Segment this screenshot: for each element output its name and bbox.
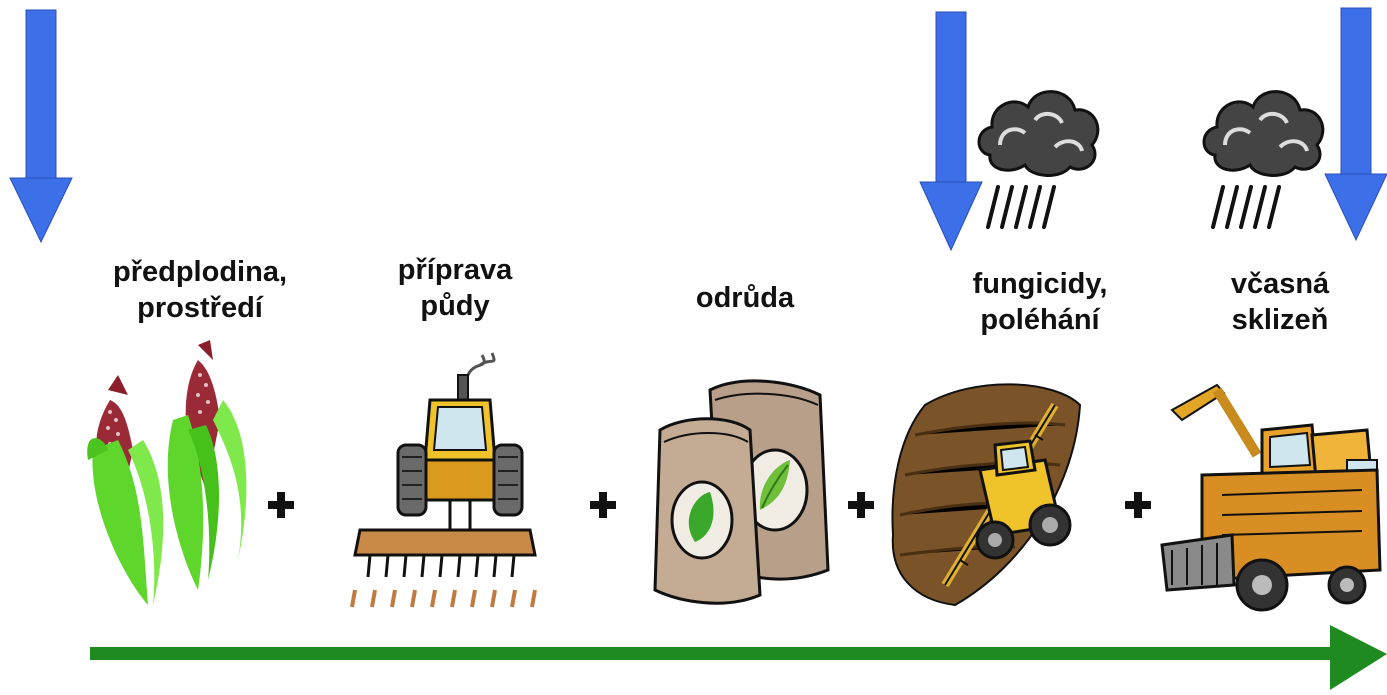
rain-cloud-icon: [970, 75, 1105, 235]
stage-label-line: fungicidy,: [935, 266, 1145, 302]
stage-label-line: příprava: [360, 252, 550, 288]
combine-harvester-icon: [1162, 385, 1382, 615]
stage-label-priprava: příprava půdy: [360, 252, 550, 324]
stage-label-line: prostředí: [80, 290, 320, 326]
stage-label-fungicidy: fungicidy, poléhání: [935, 266, 1145, 338]
plus-icon: [1125, 492, 1151, 518]
stage-label-predplodina: předplodina, prostředí: [80, 254, 320, 326]
tractor-icon: [350, 345, 540, 610]
timeline-arrow: [90, 625, 1387, 695]
stage-label-line: předplodina,: [80, 254, 320, 290]
rain-cloud-icon: [1195, 75, 1330, 235]
stage-label-line: půdy: [360, 288, 550, 324]
down-arrow-icon: [10, 10, 72, 245]
stage-label-sklizen: včasná sklizeň: [1200, 266, 1360, 338]
plus-icon: [268, 492, 294, 518]
sprayer-icon: [885, 375, 1085, 610]
stage-label-line: odrůda: [650, 280, 840, 316]
plus-icon: [590, 492, 616, 518]
down-arrow-icon: [1325, 8, 1387, 243]
stage-label-line: včasná: [1200, 266, 1360, 302]
seed-bags-icon: [640, 370, 830, 610]
stage-label-odruda: odrůda: [650, 280, 840, 316]
stage-label-line: sklizeň: [1200, 302, 1360, 338]
stage-label-line: poléhání: [935, 302, 1145, 338]
corn-icon: [88, 340, 253, 610]
plus-icon: [848, 492, 874, 518]
